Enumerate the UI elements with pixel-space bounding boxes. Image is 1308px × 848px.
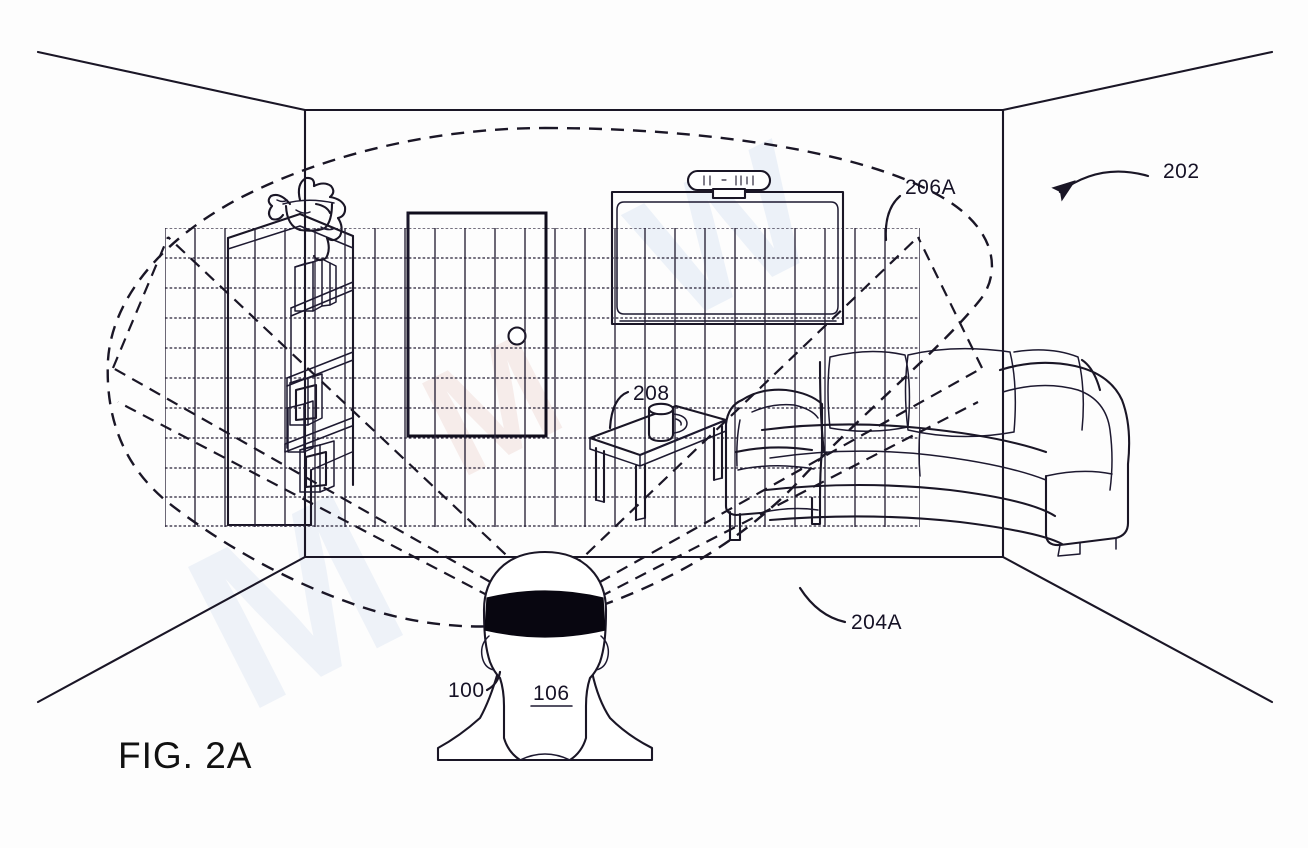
user-head — [436, 550, 654, 762]
ref-204A: 204A — [798, 586, 902, 634]
ref-106-text: 106 — [533, 682, 570, 705]
hmd-strap — [484, 590, 606, 638]
camera-bar-icon — [686, 169, 772, 200]
sofa — [760, 347, 1131, 557]
room-shell — [36, 50, 1274, 704]
potted-plant — [267, 176, 347, 262]
ref-106: 106 — [530, 682, 573, 707]
ref-100-text: 100 — [448, 679, 485, 702]
view-frustum-rays — [111, 236, 983, 607]
bookshelf — [226, 212, 355, 527]
ref-206A: 206A — [884, 176, 956, 242]
surface-reconstruction-mesh — [165, 228, 920, 527]
ref-206A-text: 206A — [905, 176, 956, 199]
ref-202: 202 — [1051, 160, 1200, 202]
ref-204A-text: 204A — [851, 611, 902, 634]
ref-208: 208 — [608, 382, 670, 430]
ref-208-text: 208 — [633, 382, 670, 405]
armchair — [724, 388, 824, 542]
television — [610, 190, 845, 326]
ref-100: 100 — [448, 670, 502, 702]
coffee-table — [588, 402, 728, 522]
figure-label: FIG. 2A — [118, 735, 253, 776]
ref-202-text: 202 — [1163, 160, 1200, 183]
door — [406, 211, 548, 438]
